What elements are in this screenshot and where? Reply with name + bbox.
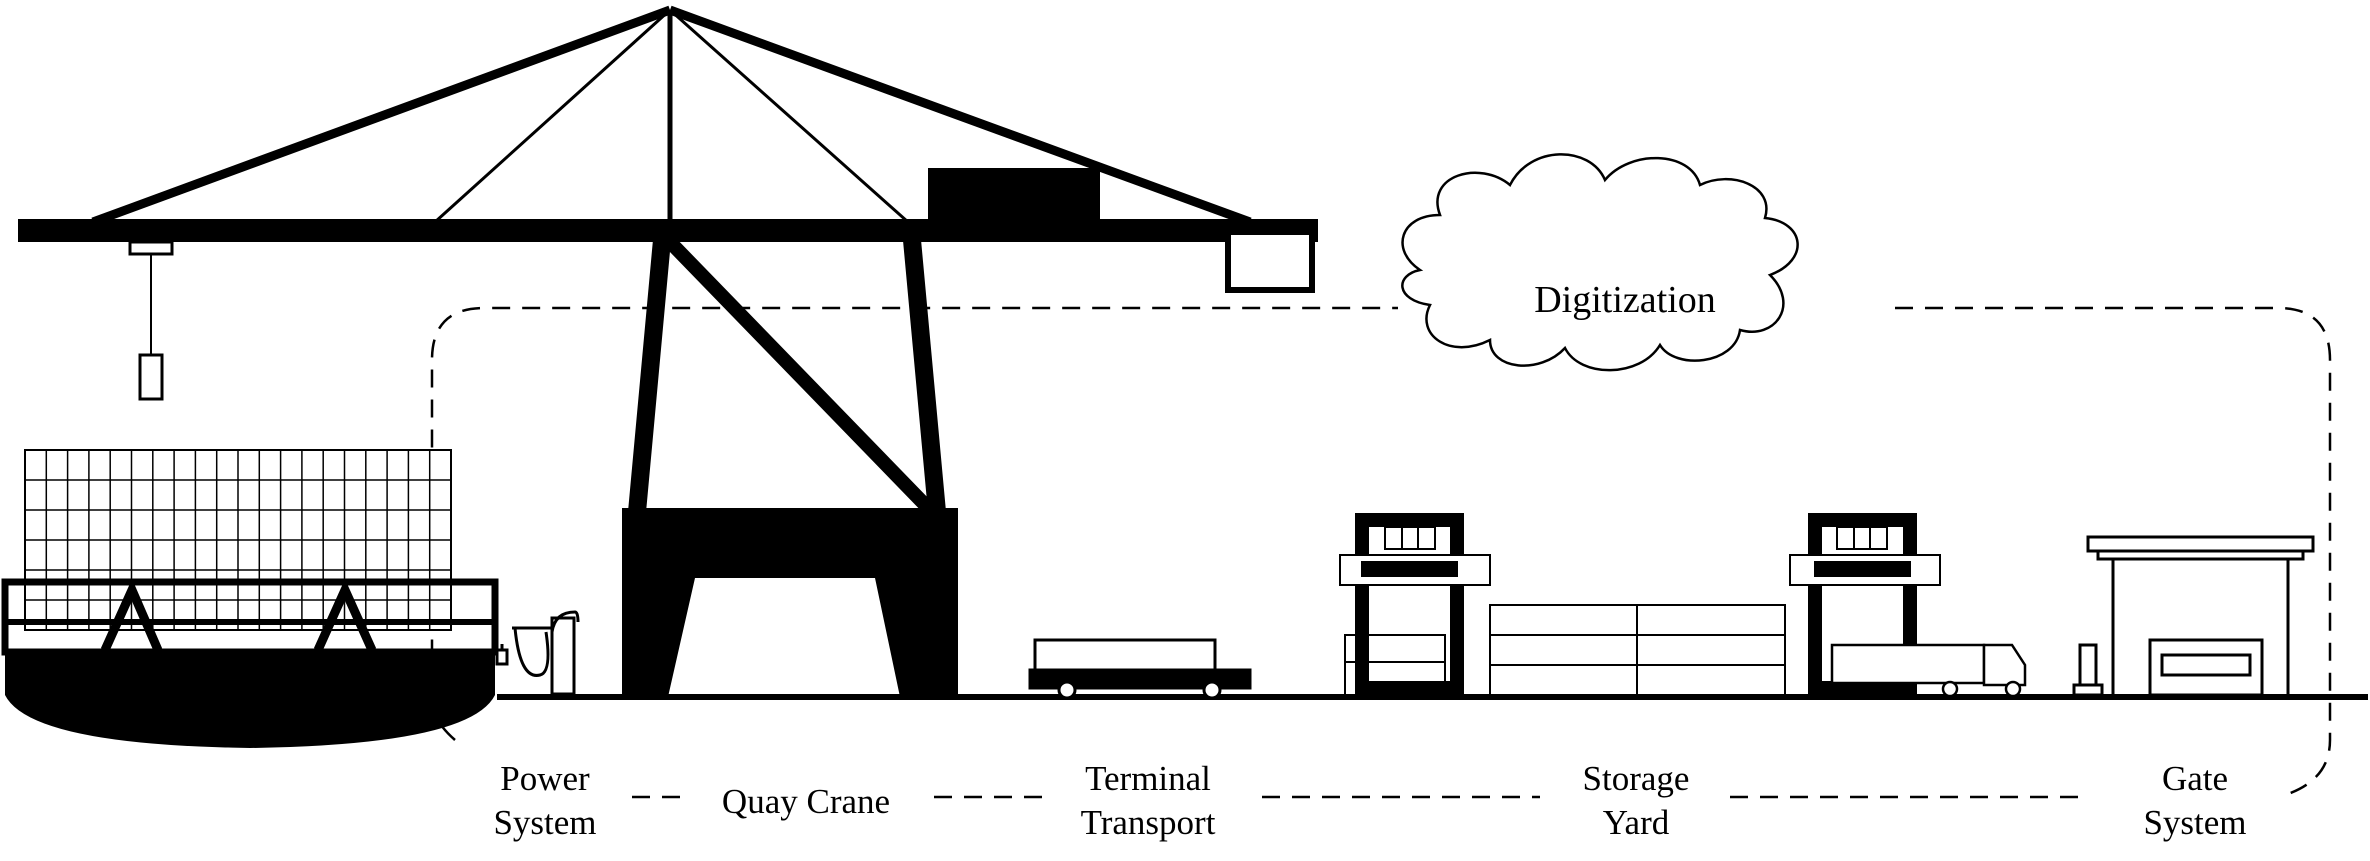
svg-text:System: System <box>2143 803 2246 842</box>
crane-portal <box>622 508 958 697</box>
svg-text:Power: Power <box>500 759 590 798</box>
digitization-label: Digitization <box>1534 279 1716 321</box>
digitization-loop <box>430 306 2332 797</box>
stage-label-terminal-transport: Terminal Transport <box>1081 759 1216 842</box>
stage-label-storage-yard: Storage Yard <box>1583 759 1690 842</box>
svg-text:Transport: Transport <box>1081 803 1216 842</box>
svg-text:Yard: Yard <box>1603 803 1670 842</box>
svg-text:Terminal: Terminal <box>1085 759 1211 798</box>
yard-gantry-2 <box>1789 513 1941 695</box>
trolley <box>128 240 174 256</box>
yard-gantry-1 <box>1339 513 1491 695</box>
crane-legs <box>628 239 946 513</box>
yard-truck <box>1830 643 2027 698</box>
container-ship <box>1 449 499 748</box>
svg-text:Gate: Gate <box>2162 759 2228 798</box>
power-station <box>495 610 580 696</box>
ship-hull <box>5 650 495 748</box>
svg-text:System: System <box>493 803 596 842</box>
stage-label-power-system: Power System <box>493 759 596 842</box>
digitization-cloud: Digitization <box>1401 153 1799 372</box>
gate-system <box>2072 535 2315 697</box>
crane-machinery-house <box>928 168 1100 221</box>
svg-text:Quay Crane: Quay Crane <box>722 782 890 821</box>
stage-label-gate-system: Gate System <box>2143 759 2246 842</box>
terminal-transport-vehicle <box>1028 638 1252 700</box>
storage-yard <box>1339 513 2027 698</box>
svg-text:Storage: Storage <box>1583 759 1690 798</box>
spreader <box>138 353 164 401</box>
quay-crane <box>18 5 1318 697</box>
stage-label-quay-crane: Quay Crane <box>722 782 890 821</box>
crane-boom <box>18 219 1318 242</box>
